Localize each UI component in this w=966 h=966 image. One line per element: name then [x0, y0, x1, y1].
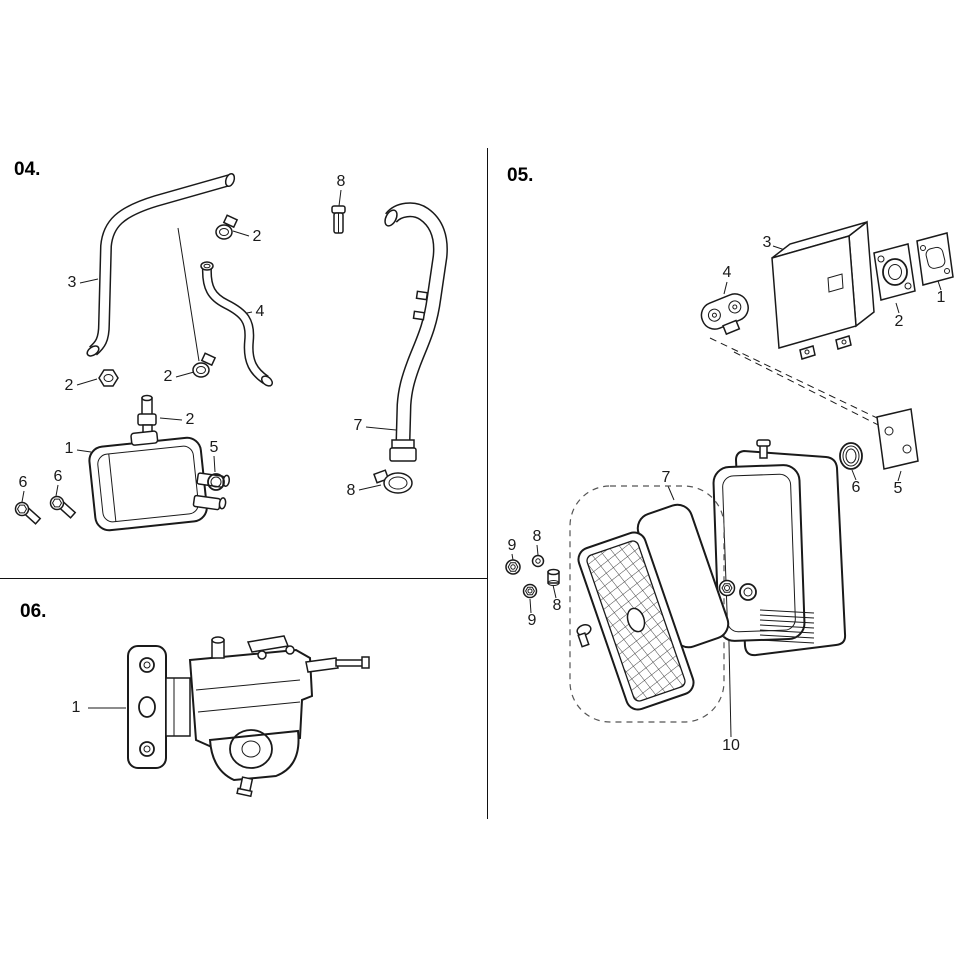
hose-clamp-drawing [373, 469, 413, 494]
part-number-callout: 2 [894, 313, 904, 330]
filter-element-drawing [577, 531, 695, 711]
section-06-drawing [88, 635, 370, 798]
part-number-callout: 8 [552, 597, 562, 614]
carburetor-drawing [127, 635, 370, 798]
rib-lines [759, 609, 815, 644]
flange-nut-drawing [718, 579, 736, 597]
part-number-callout: 4 [722, 264, 732, 281]
gasket-drawing [916, 232, 954, 286]
section-04-drawing [14, 172, 448, 532]
stud-bolt-drawing [576, 624, 592, 648]
part-number-callout: 1 [71, 699, 81, 716]
part-number-callout: 2 [163, 368, 173, 385]
heat-shield-drawing [771, 220, 875, 360]
part-number-callout: 10 [722, 737, 740, 754]
part-number-callout: 5 [209, 439, 219, 456]
part-number-callout: 3 [67, 274, 77, 291]
part-number-callout: 8 [346, 482, 356, 499]
part-number-callout: 7 [661, 469, 671, 486]
hose-clamp-drawing [215, 214, 239, 240]
part-number-callout: 1 [936, 289, 946, 306]
air-duct-hose-drawing [384, 202, 448, 462]
panel-divider-vertical [487, 148, 488, 819]
part-number-callout: 5 [893, 480, 903, 497]
section-05-drawing [505, 220, 954, 738]
breather-hose-drawing [86, 172, 236, 357]
part-number-callout: 6 [53, 468, 63, 485]
washer-drawing [531, 554, 545, 568]
part-number-callout: 9 [507, 537, 517, 554]
intake-flange-drawing [873, 243, 916, 301]
section-04-label: 04. [14, 159, 41, 180]
mount-plate-drawing [876, 408, 919, 470]
part-number-callout: 3 [762, 234, 772, 251]
section-06-label: 06. [20, 601, 47, 622]
part-number-callout: 7 [353, 417, 363, 434]
part-number-callout: 8 [336, 173, 346, 190]
bolt-drawing [14, 501, 42, 525]
assembly-dash-line [733, 351, 913, 443]
part-number-callout: 2 [64, 377, 74, 394]
part-number-callout: 6 [18, 474, 28, 491]
hose-clamp-drawing [192, 352, 217, 378]
nut-drawing [522, 583, 538, 599]
part-number-callout: 2 [185, 411, 195, 428]
part-number-callout: 1 [64, 440, 74, 457]
panel-divider-horizontal [0, 578, 488, 579]
filter-group-outline [569, 485, 725, 723]
part-number-callout: 6 [851, 479, 861, 496]
formed-hose-drawing [200, 261, 274, 387]
o-ring-drawing [207, 473, 225, 491]
pipe-fitting-drawing [137, 394, 157, 438]
nut-drawing [98, 369, 119, 387]
clip-drawing [331, 205, 346, 234]
leader-lines-04 [21, 189, 397, 503]
spacer-drawing [547, 568, 560, 586]
air-box-housing-drawing [712, 439, 847, 657]
part-number-callout: 8 [532, 528, 542, 545]
part-number-callout: 9 [527, 612, 537, 629]
assembly-dash-line [709, 337, 899, 429]
part-number-callout: 4 [255, 303, 265, 320]
bolt-drawing [49, 495, 77, 519]
grommet-drawing [839, 442, 863, 470]
part-number-callout: 2 [252, 228, 262, 245]
section-05-label: 05. [507, 165, 534, 186]
intake-insulator-drawing [700, 293, 749, 336]
nut-drawing [505, 559, 521, 575]
